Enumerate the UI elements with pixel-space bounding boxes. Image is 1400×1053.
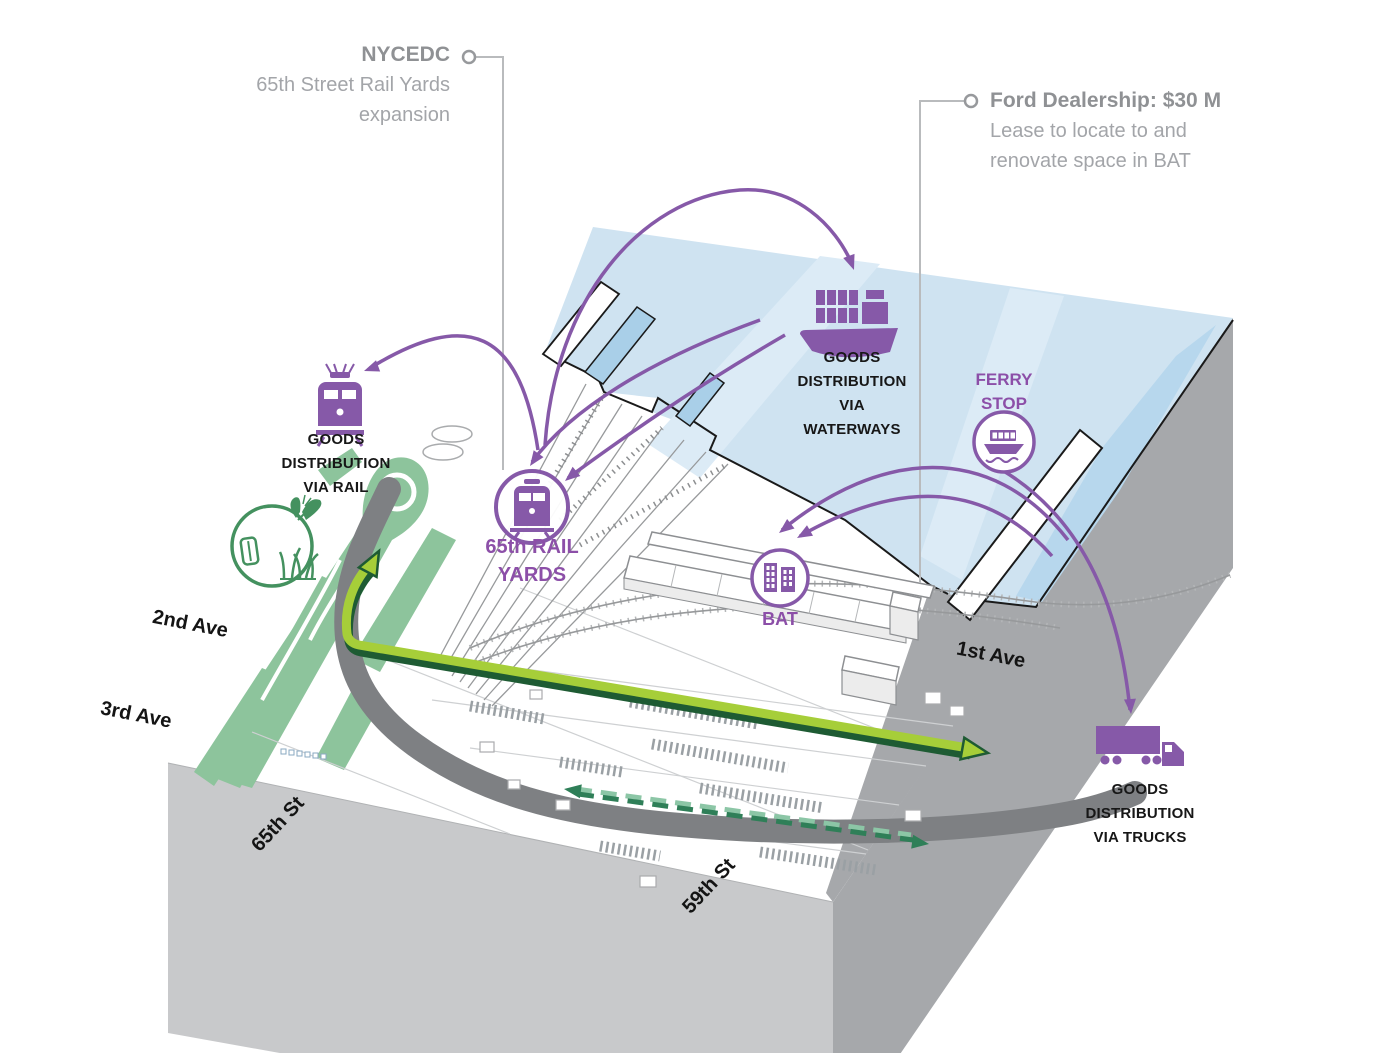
route-arrowhead-north — [356, 548, 381, 579]
nycedc-leader-dot — [461, 49, 477, 65]
ferry-stop-label: FERRY STOP — [975, 370, 1033, 413]
ford-line2: renovate space in BAT — [990, 150, 1191, 172]
dashed-route — [577, 791, 914, 843]
ford-leader-dot — [963, 93, 979, 109]
nycedc-line2: expansion — [358, 104, 450, 126]
ford-line1: Lease to locate to and — [990, 120, 1187, 142]
bat-annex-front — [889, 605, 919, 641]
leader-lines — [461, 49, 979, 583]
tiny-lot-row — [280, 748, 327, 760]
bat-label: BAT — [762, 609, 798, 629]
rail-terminal-icon — [494, 469, 570, 545]
street-line — [469, 747, 900, 806]
ford-leader-line — [919, 100, 964, 583]
arc-to-bat-1 — [780, 465, 1070, 542]
rail-track — [469, 574, 1231, 649]
water-surface — [545, 227, 1233, 607]
butterfly-grass-icon — [230, 494, 322, 588]
small-buildings — [479, 689, 965, 888]
storage-tank — [431, 425, 473, 443]
nycedc-leader-line — [476, 56, 504, 470]
goods-distribution-via-trucks-label: GOODS DISTRIBUTION VIA TRUCKS — [1085, 781, 1195, 846]
nycedc-line1: 65th Street Rail Yards — [256, 74, 450, 96]
street-line — [431, 699, 927, 767]
block-front-edge — [167, 762, 834, 903]
ferry-icon — [972, 410, 1036, 474]
goods-distribution-via-waterways-label: GOODS DISTRIBUTION VIA WATERWAYS — [797, 349, 907, 438]
park-patch — [318, 448, 362, 486]
arc-to-rail-icon — [369, 334, 540, 451]
avenue-line — [519, 587, 936, 753]
arc-arrowheads — [364, 253, 1136, 714]
storage-tank — [422, 443, 464, 461]
block-right-face — [833, 318, 1233, 1053]
arc-to-truck — [1001, 468, 1132, 711]
route-arrowhead-east — [958, 735, 992, 761]
arc-to-bat-2 — [799, 494, 1054, 558]
cargo-ship-icon — [800, 290, 898, 358]
dashed-route-arrowhead-east — [911, 834, 929, 849]
freight-train-icon — [316, 363, 364, 447]
route-top — [341, 558, 969, 753]
bat-building-front — [623, 577, 907, 644]
avenue-line — [251, 731, 511, 835]
nycedc-title: NYCEDC — [361, 43, 450, 66]
rail-yards-label: 65th RAIL YARDS — [485, 536, 579, 586]
warehouse-front — [841, 669, 897, 706]
arc-ship-to-yard-1 — [530, 318, 761, 464]
flow-arcs — [364, 188, 1136, 714]
rail-spur-route — [564, 784, 929, 849]
ford-annotation: Ford Dealership: $30 M Lease to locate t… — [990, 86, 1290, 176]
nycedc-annotation: NYCEDC 65th Street Rail Yards expansion — [195, 40, 450, 130]
block-left-face — [168, 763, 833, 1053]
bat-building-icon — [750, 548, 810, 608]
park-strip — [352, 528, 456, 672]
goods-distribution-via-rail-label: GOODS DISTRIBUTION VIA RAIL — [281, 431, 391, 496]
ford-title: Ford Dealership: $30 M — [990, 89, 1222, 112]
dashed-route-arrowhead-west — [564, 784, 582, 799]
green-route-arrow — [341, 548, 992, 761]
finger-pier-blue — [583, 305, 657, 386]
dashed-route-highlight — [575, 786, 912, 838]
truck-icon — [1096, 726, 1184, 766]
ramp-road — [260, 559, 342, 701]
arc-to-ship — [543, 188, 854, 446]
arc-ship-to-yard-2 — [566, 333, 786, 480]
pier-channel — [1016, 325, 1216, 602]
